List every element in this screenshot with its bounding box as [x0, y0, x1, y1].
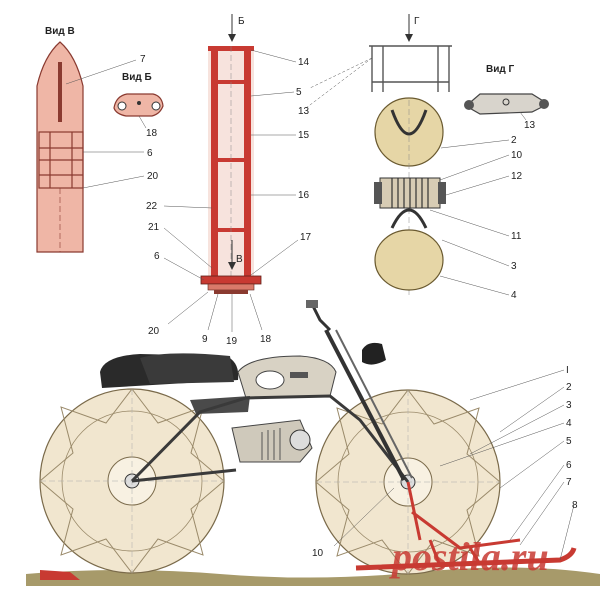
- view-v: Вид В 7 6 20: [36, 26, 159, 253]
- label-21: 21: [148, 222, 160, 233]
- main-frame: [130, 394, 410, 483]
- ski-float-body: [36, 41, 84, 253]
- fuel-tank: [237, 355, 337, 399]
- label-11: 11: [511, 231, 522, 242]
- label-9: 9: [202, 334, 208, 345]
- label-7: 7: [140, 54, 146, 65]
- label-6-frame: 6: [154, 251, 160, 262]
- label-20-frame: 20: [148, 326, 160, 337]
- drum-lower: [374, 229, 444, 291]
- view-g-title: Вид Г: [486, 64, 514, 75]
- frame-base-plate: [200, 275, 262, 285]
- spring-lower: [390, 208, 428, 229]
- arrow-b-letter: Б: [238, 16, 245, 27]
- engine: [231, 419, 313, 463]
- ski-mount-bracket: [38, 131, 84, 189]
- view-g-plate: [464, 93, 550, 115]
- ground: [26, 567, 600, 586]
- label-1: I: [566, 365, 569, 376]
- label-22: 22: [146, 201, 158, 212]
- arrow-v-letter: В: [236, 254, 243, 265]
- view-g: Г: [298, 14, 550, 301]
- label-5-moto: 5: [566, 436, 572, 447]
- label-3-moto: 3: [566, 400, 572, 411]
- view-b: Вид Б 18: [113, 72, 164, 139]
- label-15: 15: [298, 130, 310, 141]
- label-2-moto: 2: [566, 382, 572, 393]
- watermark: postila.ru: [389, 534, 549, 579]
- label-8: 8: [572, 500, 578, 511]
- label-6: 6: [147, 148, 153, 159]
- label-10-moto: 10: [312, 548, 324, 559]
- headlight: [362, 342, 386, 365]
- label-10: 10: [511, 150, 523, 161]
- label-5: 5: [296, 87, 302, 98]
- view-v-title: Вид В: [45, 26, 75, 37]
- label-13: 13: [298, 106, 310, 117]
- label-20: 20: [147, 171, 159, 182]
- view-b-title: Вид Б: [122, 72, 152, 83]
- front-fork: [324, 329, 406, 481]
- label-18-frame: 18: [260, 334, 272, 345]
- label-2: 2: [511, 135, 517, 146]
- drum-frame: [369, 45, 452, 92]
- label-17: 17: [300, 232, 312, 243]
- label-4-moto: 4: [566, 418, 572, 429]
- arrow-g-letter: Г: [414, 16, 420, 27]
- label-16: 16: [298, 190, 310, 201]
- label-19: 19: [226, 336, 238, 347]
- label-3: 3: [511, 261, 517, 272]
- label-13-g: 13: [524, 120, 536, 131]
- label-18: 18: [146, 128, 158, 139]
- label-14: 14: [298, 57, 310, 68]
- bracket-plate: [113, 93, 164, 117]
- label-4: 4: [511, 290, 517, 301]
- seat: [140, 353, 234, 384]
- view-frame-side: Б В 14 5 15 16 17 22 21: [146, 14, 312, 347]
- label-12: 12: [511, 171, 523, 182]
- label-6-moto: 6: [566, 460, 572, 471]
- motorcycle-side-view: I 2 3 4 5 6 7 8 10 postila.ru: [26, 300, 600, 586]
- label-7-moto: 7: [566, 477, 572, 488]
- spring-upper: [390, 109, 428, 136]
